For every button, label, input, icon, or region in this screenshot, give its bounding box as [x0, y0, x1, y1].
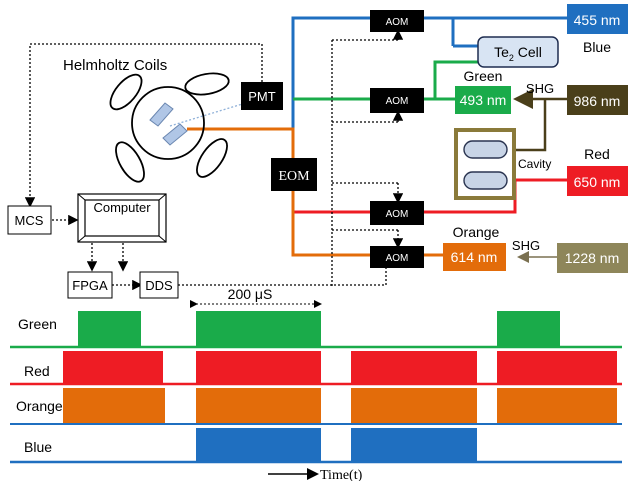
pmt-box [241, 82, 283, 110]
svg-text:DDS: DDS [145, 278, 173, 293]
aom-green: AOM [370, 88, 424, 113]
laser-650nm: 650 nm [567, 166, 628, 196]
laser-986nm: 986 nm [567, 85, 628, 115]
eom-box [271, 158, 317, 191]
svg-text:455 nm: 455 nm [574, 12, 621, 28]
timing-green-pulses [78, 311, 560, 347]
green-label: Green [464, 68, 503, 84]
time-axis: Time(t) [268, 468, 363, 483]
blue-pulse [196, 428, 321, 462]
green-pulse [196, 311, 321, 347]
aom-orange: AOM [370, 246, 424, 268]
eom-label: EOM [278, 169, 310, 184]
pmt-label: PMT [248, 89, 276, 104]
orange-beam [187, 127, 443, 257]
svg-text:650 nm: 650 nm [574, 174, 621, 190]
svg-text:AOM: AOM [386, 209, 409, 220]
pulse-width-marker: 200 μS [190, 286, 322, 308]
red-pulse [196, 351, 321, 384]
shg-green-label: SHG [526, 81, 554, 96]
orange-pulse [196, 388, 321, 423]
svg-text:493 nm: 493 nm [460, 92, 507, 108]
red-label: Red [584, 146, 610, 162]
computer-box: Computer [77, 193, 167, 243]
laser-1228nm: 1228 nm [557, 243, 628, 273]
timing-orange-pulses [63, 388, 617, 423]
mcs-box: MCS [7, 205, 52, 235]
laser-455nm: 455 nm [567, 4, 628, 34]
control-lines [24, 29, 404, 291]
svg-text:1228 nm: 1228 nm [565, 250, 619, 266]
cavity-label: Cavity [518, 157, 551, 171]
svg-text:AOM: AOM [386, 96, 409, 107]
te2-cell-label: Te2 Cell [494, 44, 542, 63]
red-pulse [351, 351, 477, 384]
cavity [454, 128, 516, 200]
laser-493nm: 493 nm [455, 86, 511, 114]
svg-text:614 nm: 614 nm [451, 249, 498, 265]
ir-986-beam [512, 89, 567, 152]
svg-text:200 μS: 200 μS [228, 286, 273, 302]
svg-text:FPGA: FPGA [72, 278, 108, 293]
green-pulse [497, 311, 560, 347]
helmholtz-coils [109, 72, 230, 183]
aom-blue: AOM [370, 10, 424, 32]
green-pulse [78, 311, 141, 347]
laser-614nm: 614 nm [443, 243, 506, 271]
red-pulse [63, 351, 163, 384]
aom-red: AOM [370, 201, 424, 225]
helmholtz-label: Helmholtz Coils [63, 57, 167, 74]
timing-red-pulses [63, 351, 617, 384]
te2-cell [477, 36, 559, 68]
timing-orange-label: Orange [16, 398, 63, 414]
orange-pulse [351, 388, 477, 423]
red-pulse [497, 351, 617, 384]
svg-text:MCS: MCS [15, 213, 44, 228]
svg-text:Computer: Computer [93, 200, 151, 215]
svg-text:AOM: AOM [386, 17, 409, 28]
blue-pulse [351, 428, 477, 462]
orange-label: Orange [453, 224, 500, 240]
orange-pulse [63, 388, 165, 423]
timing-green-label: Green [18, 316, 57, 332]
blue-label: Blue [583, 39, 611, 55]
svg-text:AOM: AOM [386, 253, 409, 264]
fpga-box: FPGA [67, 271, 113, 299]
svg-text:Time(t): Time(t) [320, 468, 363, 481]
shg-orange-label: SHG [512, 238, 540, 253]
timing-blue-label: Blue [24, 439, 52, 455]
orange-pulse [497, 388, 617, 423]
svg-text:986 nm: 986 nm [574, 93, 621, 109]
timing-red-label: Red [24, 363, 50, 379]
dds-box: DDS [139, 271, 179, 299]
timing-blue-pulses [196, 428, 477, 462]
